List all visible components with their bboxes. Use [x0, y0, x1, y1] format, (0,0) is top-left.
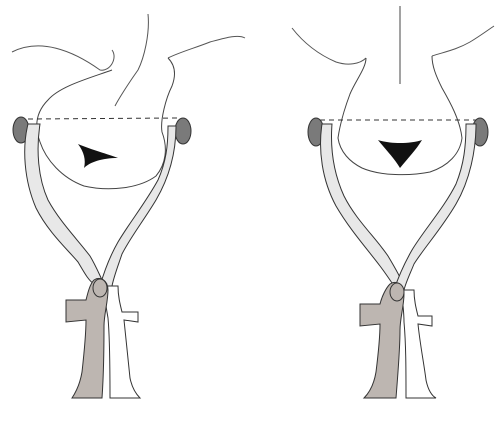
left-blade-left-arm — [25, 124, 104, 284]
left-dark-mark — [78, 144, 118, 168]
left-bulb-outline — [37, 58, 175, 189]
left-contour-right — [168, 36, 245, 58]
left-handle-white — [104, 286, 140, 398]
right-dark-mark — [378, 140, 422, 168]
left-contour-outer — [12, 46, 114, 70]
left-pivot — [93, 279, 107, 297]
right-contour-right — [432, 26, 494, 56]
right-handle-white — [402, 290, 436, 398]
left-dashed-line — [28, 118, 178, 119]
right-contour-left — [292, 28, 366, 64]
right-pivot — [390, 283, 404, 301]
left-blade-right-arm — [100, 126, 176, 286]
left-contour-upper — [115, 14, 148, 106]
left-knob-right — [175, 118, 191, 144]
left-panel — [12, 14, 245, 398]
right-panel — [292, 6, 494, 398]
